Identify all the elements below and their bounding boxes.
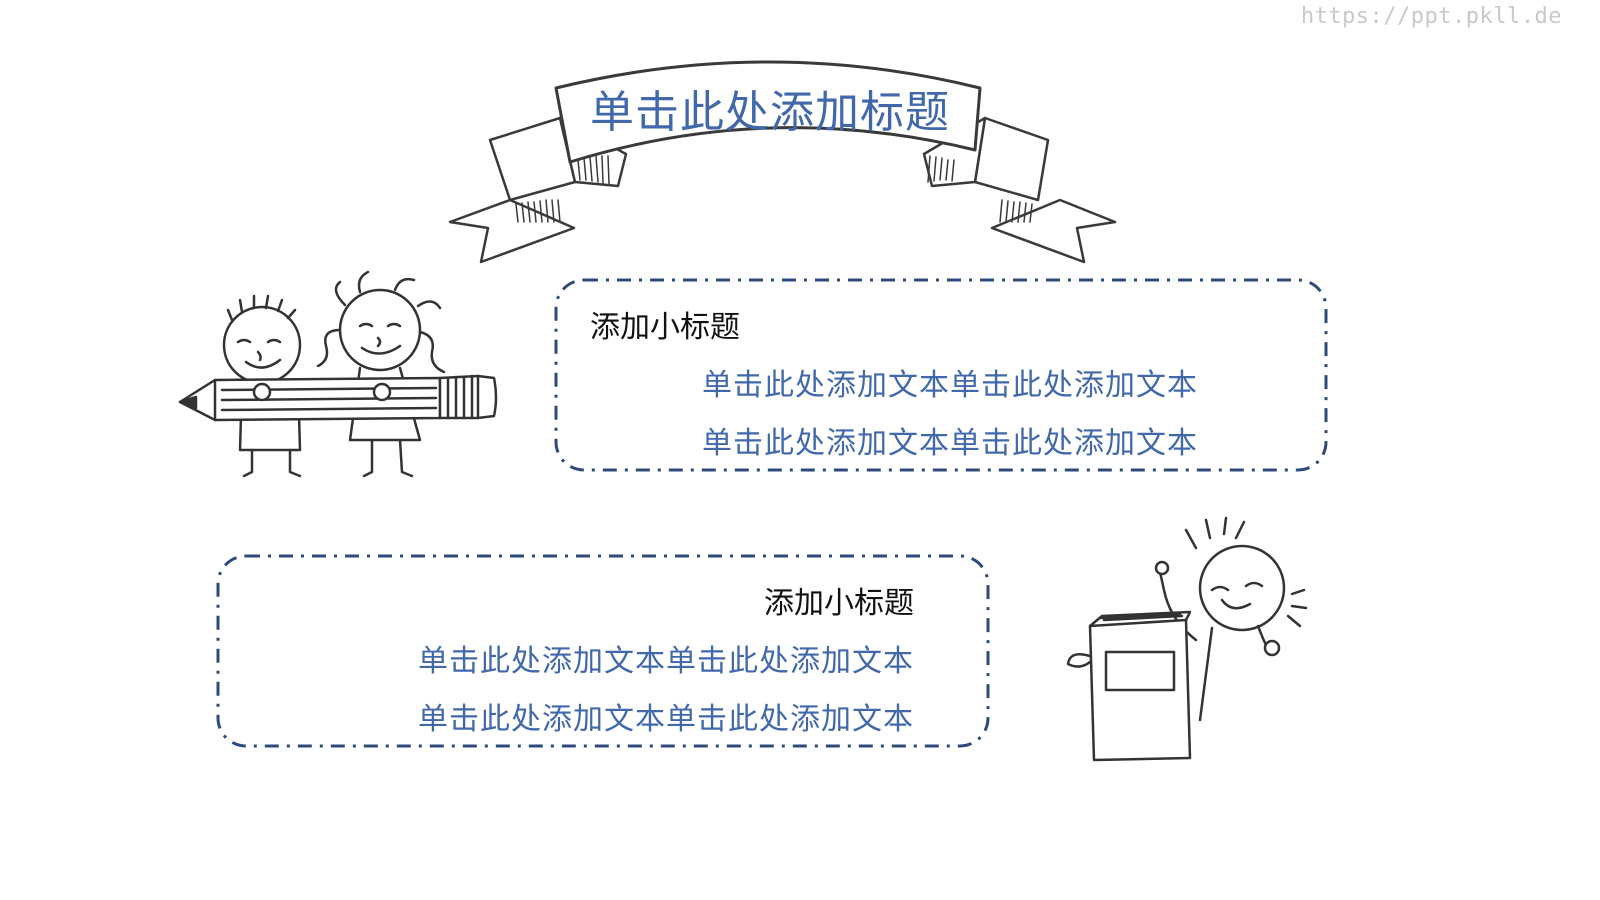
block-body-line: 单击此处添加文本单击此处添加文本	[418, 702, 914, 737]
ribbon-banner-icon	[448, 60, 1117, 264]
text-block-1[interactable]: 添加小标题 单击此处添加文本单击此处添加文本 单击此处添加文本单击此处添加文本	[556, 280, 1326, 470]
block-body-line: 单击此处添加文本单击此处添加文本	[702, 368, 1198, 403]
block-body-line: 单击此处添加文本单击此处添加文本	[418, 644, 914, 679]
block-subtitle: 添加小标题	[590, 310, 740, 345]
block-body-line: 单击此处添加文本单击此处添加文本	[702, 426, 1198, 461]
block-subtitle: 添加小标题	[764, 586, 914, 621]
watermark: https://ppt.pkll.de	[1300, 4, 1562, 29]
slide-title[interactable]: 单击此处添加标题	[590, 87, 950, 138]
kid-with-book-illustration-icon	[1066, 516, 1308, 762]
text-frame-2	[216, 554, 990, 748]
text-block-2[interactable]: 添加小标题 单击此处添加文本单击此处添加文本 单击此处添加文本单击此处添加文本	[218, 556, 988, 746]
kids-with-pencil-illustration-icon	[178, 270, 498, 478]
text-frame-1	[554, 278, 1328, 472]
